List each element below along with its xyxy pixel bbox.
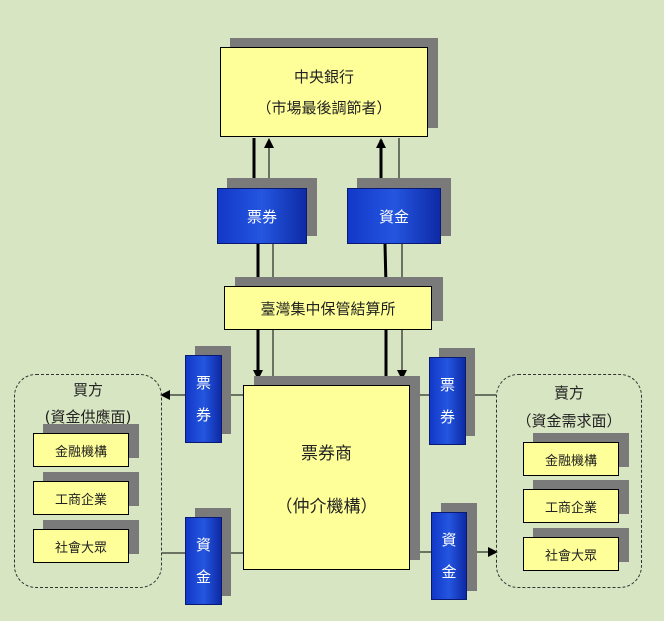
seller-item-label: 社會大眾 — [544, 548, 597, 564]
top-funds-label: 資金 — [378, 207, 409, 226]
depository-box: 臺灣集中保管結算所 — [224, 286, 432, 330]
buyer-item-financial: 金融機構 — [33, 433, 129, 467]
top-bills-box: 票券 — [217, 188, 307, 244]
central-bank-title: 中央銀行 — [293, 68, 354, 86]
right-bills-char-2: 券 — [439, 408, 455, 426]
right-funds-char-2: 金 — [441, 563, 457, 581]
seller-title: 賣方 — [553, 384, 584, 402]
seller-item-label: 金融機構 — [544, 453, 597, 469]
buyer-item-business: 工商企業 — [33, 481, 129, 515]
buyer-item-label: 工商企業 — [54, 492, 107, 508]
buyer-item-label: 金融機構 — [54, 444, 107, 460]
central-bank-subtitle: （市場最後調節者） — [256, 99, 392, 117]
left-funds-box: 資 金 — [185, 517, 222, 605]
left-funds-char-2: 金 — [195, 568, 211, 586]
buyer-item-public: 社會大眾 — [33, 529, 129, 563]
dealer-box: 票券商 （仲介機構） — [243, 385, 410, 570]
left-bills-box: 票 券 — [185, 355, 222, 443]
right-funds-char-1: 資 — [441, 531, 457, 549]
seller-subtitle: （資金需求面） — [516, 412, 622, 430]
top-bills-label: 票券 — [246, 207, 277, 226]
right-bills-char-1: 票 — [439, 376, 455, 394]
right-funds-box: 資 金 — [431, 512, 467, 600]
central-bank-box: 中央銀行 （市場最後調節者） — [220, 47, 428, 137]
left-bills-char-1: 票 — [195, 374, 211, 392]
seller-item-financial: 金融機構 — [523, 442, 619, 476]
top-funds-box: 資金 — [347, 188, 441, 244]
buyer-title: 買方 — [72, 381, 103, 399]
right-bills-box: 票 券 — [429, 357, 466, 445]
dealer-subtitle: （仲介機構） — [275, 496, 378, 517]
buyer-group — [14, 374, 162, 588]
buyer-item-label: 社會大眾 — [54, 540, 107, 556]
seller-item-business: 工商企業 — [523, 489, 619, 523]
buyer-subtitle: (資金供應面) — [44, 408, 132, 426]
depository-label: 臺灣集中保管結算所 — [260, 299, 396, 318]
seller-item-label: 工商企業 — [544, 500, 597, 516]
dealer-title: 票券商 — [301, 443, 352, 464]
seller-group — [496, 374, 642, 588]
left-funds-char-1: 資 — [195, 536, 211, 554]
left-bills-char-2: 券 — [195, 406, 211, 424]
seller-item-public: 社會大眾 — [523, 537, 619, 571]
